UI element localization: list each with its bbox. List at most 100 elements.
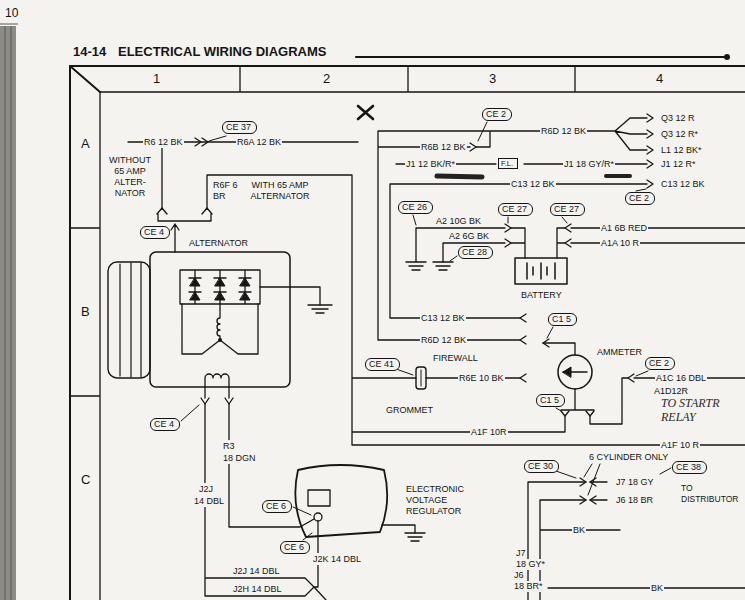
wire-label: C13 12 BK <box>420 312 466 324</box>
grid-frame <box>70 66 745 600</box>
callout-number: CE 4 <box>140 226 170 239</box>
alternator-housing <box>150 252 290 387</box>
wire-label: J1 18 GY/R* <box>563 158 615 170</box>
stator-winding <box>182 304 258 354</box>
wire-label: R6D 12 BK <box>540 125 587 137</box>
callout-text: CE 28 <box>462 247 487 258</box>
wire-label: A2 6G BK <box>448 230 490 242</box>
wire-label: R6 12 BK <box>143 136 184 148</box>
wire-label: A1 6B RED <box>600 222 648 234</box>
component-label: ELECTRONIC VOLTAGE REGULATOR <box>405 484 479 517</box>
binder-edge-lines <box>0 24 18 600</box>
wire-label: A2 10G BK <box>435 215 482 227</box>
ammeter-pointer <box>563 367 571 377</box>
ammeter-gauge <box>558 355 592 389</box>
component-label: FIREWALL <box>432 352 479 364</box>
grid-column: 3 <box>488 71 497 86</box>
wire-label: R6E 10 BK <box>458 372 505 384</box>
callout-number: CE 28 <box>458 246 493 259</box>
grid-column: 2 <box>322 71 331 86</box>
grid-row: A <box>80 136 91 151</box>
wire-label: J7 18 GY <box>615 476 655 488</box>
callout-text: CE 37 <box>226 122 251 133</box>
callout-text: CE 6 <box>284 542 304 553</box>
grid-row: B <box>80 304 91 319</box>
callout-number: C1 5 <box>536 394 565 407</box>
variant-note: WITHOUT 65 AMP ALTER- NATOR <box>106 155 154 199</box>
wire-label: L1 12 BK* <box>660 144 703 156</box>
grid-column: 4 <box>655 71 664 86</box>
grid-row: C <box>80 472 91 487</box>
diode-bar <box>189 278 251 292</box>
wire-label: J1 12 R* <box>660 158 697 170</box>
component-label: AMMETER <box>596 346 643 358</box>
drawing <box>70 54 745 600</box>
wire-label: R6A 12 BK <box>236 136 282 148</box>
wire <box>128 118 745 600</box>
wire-label: 18 BR* <box>513 581 544 592</box>
callout-number: CE 6 <box>280 541 310 554</box>
marker-stroke <box>606 174 630 178</box>
callout-text: CE 27 <box>554 204 579 215</box>
wire-label: J2J <box>198 483 214 495</box>
battery-cells <box>527 263 555 279</box>
wire-label: J1 12 BK/R* <box>405 158 456 170</box>
callout-text: F.L. <box>501 159 513 168</box>
wire-label: R3 <box>222 440 236 452</box>
wire-label: A1F 10R <box>470 426 508 438</box>
callout-number: CE 27 <box>498 203 533 216</box>
callout-number: CE 27 <box>550 203 585 216</box>
wire-label: Q3 12 R <box>660 112 696 124</box>
callout-number: CE 37 <box>222 121 257 134</box>
regulator-body <box>295 465 387 537</box>
destination-label: TO DISTRIBUTOR <box>680 483 744 505</box>
callout-text: CE 4 <box>154 419 174 430</box>
variant-note: 6 CYLINDER ONLY <box>588 451 669 463</box>
wire-label: A1A 10 R <box>600 237 640 249</box>
section-number: 14-14 <box>72 44 107 59</box>
leader-line <box>181 122 671 540</box>
callout-number: C1 5 <box>548 313 577 326</box>
wire-label: BK <box>572 524 586 536</box>
callout-text: C1 5 <box>540 395 559 406</box>
wire-label: R6B 12 BK <box>420 141 467 153</box>
component-label: GROMMET <box>385 404 434 416</box>
header-dot <box>724 54 730 60</box>
callout-text: CE 2 <box>629 193 649 204</box>
wire-label: BK <box>650 582 664 594</box>
wire-label: A1C 16 DBL <box>655 372 707 384</box>
wire-label: C13 12 BK <box>510 178 556 190</box>
alternator-pulley <box>108 262 150 378</box>
connector-symbol <box>157 114 653 504</box>
variant-note: WITH 65 AMP ALTERNATOR <box>244 180 316 202</box>
callout-number: CE 2 <box>645 357 675 370</box>
battery-case <box>515 258 567 284</box>
wire-label: 18 DGN <box>222 452 257 464</box>
callout-number: CE 26 <box>398 201 433 214</box>
callout-text: CE 4 <box>144 227 164 238</box>
component-label: BATTERY <box>520 289 563 301</box>
wire-label: R6F 6 BR <box>212 180 240 202</box>
handwritten-note: TO STARTR RELAY <box>660 396 744 424</box>
wire-label: J2K 14 DBL <box>312 553 362 565</box>
wire-label: J6 <box>513 570 525 581</box>
header-rule <box>356 56 724 58</box>
callout-text: CE 2 <box>649 358 669 369</box>
pulley-grooves <box>120 263 141 377</box>
page-number: 10 <box>4 6 19 20</box>
callout-number: CE 6 <box>262 500 292 513</box>
diode-symbol <box>190 278 250 300</box>
rectifier-bridge <box>180 270 260 304</box>
callout-text: C1 5 <box>552 314 571 325</box>
wire-label: Q3 12 R* <box>660 128 699 140</box>
regulator-terminal <box>314 513 322 521</box>
hand-mark <box>358 106 373 119</box>
page-frame <box>70 66 745 600</box>
callout-text: CE 6 <box>266 501 286 512</box>
grid-column: 1 <box>152 71 161 86</box>
wire-label: J7 <box>515 548 527 559</box>
callout-number: CE 41 <box>365 358 400 371</box>
